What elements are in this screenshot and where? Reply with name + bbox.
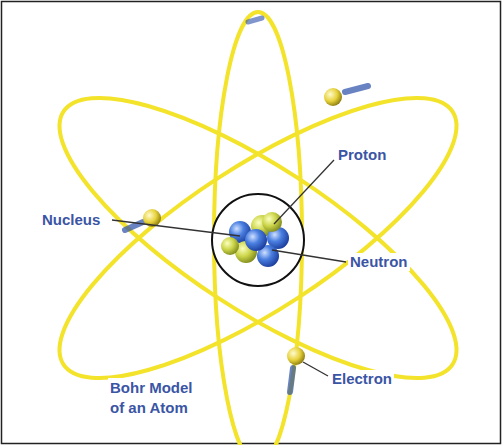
proton-label: Proton xyxy=(336,146,388,164)
leader-line xyxy=(112,220,240,236)
nucleus-particles xyxy=(221,212,289,267)
electron-dot xyxy=(324,88,342,106)
orbit-ring xyxy=(24,51,492,424)
neutron-ball xyxy=(245,229,267,251)
leader-lines xyxy=(112,160,346,376)
electron-trail xyxy=(290,368,293,392)
electron-trail xyxy=(248,18,262,22)
proton-ball xyxy=(221,237,239,255)
nucleus-ring xyxy=(212,194,304,286)
leader-line xyxy=(274,160,334,224)
electron-label: Electron xyxy=(330,370,394,388)
proton-ball xyxy=(262,212,282,232)
electron-trails xyxy=(125,18,368,392)
electron-trail xyxy=(345,86,368,92)
leader-line xyxy=(303,362,328,376)
neutron-label: Neutron xyxy=(348,253,410,271)
orbit-ring xyxy=(24,51,492,424)
nucleus-label: Nucleus xyxy=(40,211,102,229)
orbits xyxy=(24,12,492,445)
electron-dot xyxy=(287,347,305,365)
leader-line xyxy=(272,250,346,262)
diagram-caption: Bohr Model of an Atom xyxy=(108,378,204,418)
